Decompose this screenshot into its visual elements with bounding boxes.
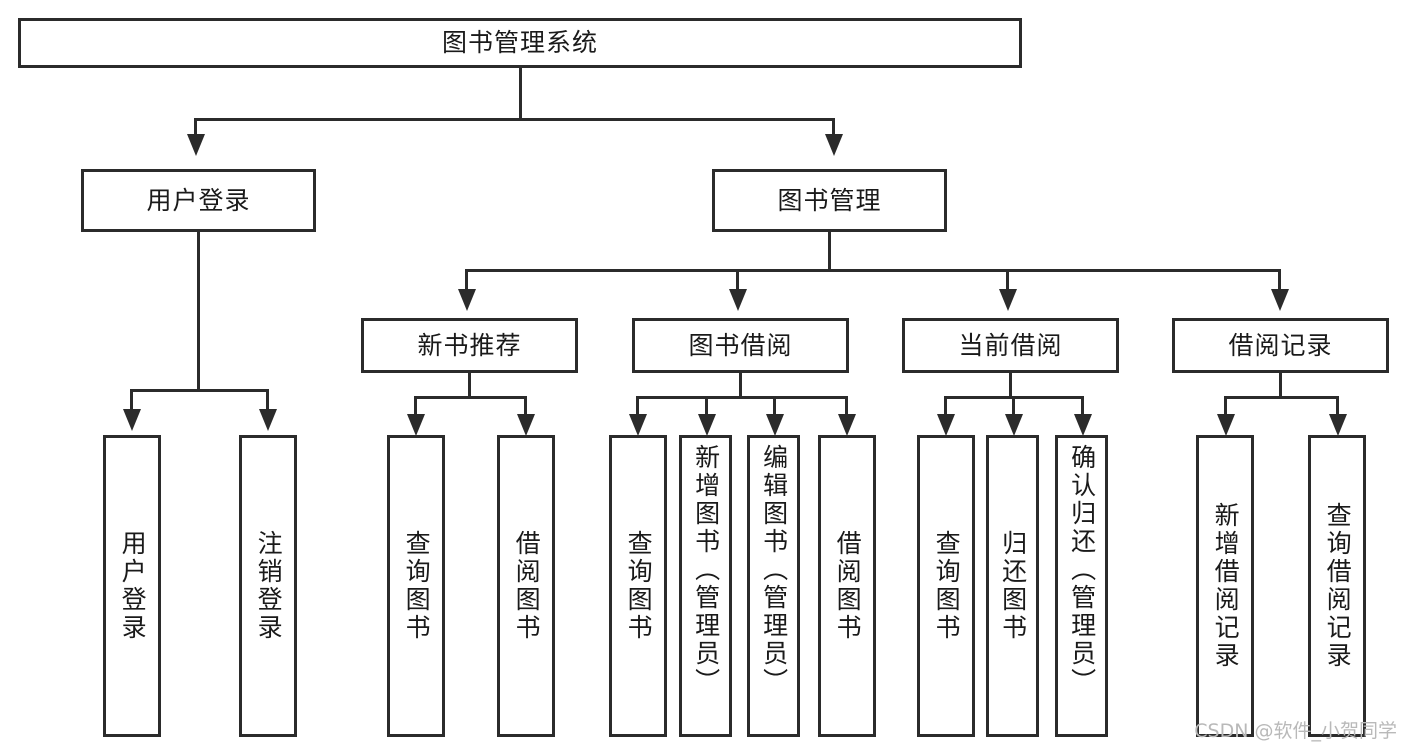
node-user-login[interactable]: 用户登录: [81, 169, 316, 232]
node-label: 借阅图书: [833, 530, 863, 642]
connector-bookmgmt-drop-4: [1278, 269, 1281, 291]
connector-currentborrow-stub: [1009, 373, 1012, 399]
node-label: 借阅记录: [1228, 330, 1333, 360]
connector-bookmgmt-drop-2: [736, 269, 739, 291]
node-label: 图书管理系统: [441, 28, 598, 58]
connector-bookmgmt-bus: [465, 269, 1281, 272]
node-label: 新书推荐: [417, 330, 522, 360]
connector-bookmgmt-stub: [828, 232, 831, 272]
node-label: 归还图书: [998, 530, 1028, 642]
node-label: 用户登录: [118, 530, 148, 642]
connector-root-bus: [194, 118, 835, 121]
arrow-to-leaf-query-book-3: [937, 414, 955, 436]
leaf-query-book-2[interactable]: 查询图书: [609, 435, 667, 737]
leaf-add-record[interactable]: 新增借阅记录: [1196, 435, 1254, 737]
arrow-to-borrow-record: [1271, 289, 1289, 311]
connector-bookborrow-bus: [636, 396, 848, 399]
connector-newbook-drop-1: [414, 396, 417, 416]
arrow-to-leaf-query-record: [1329, 414, 1347, 436]
connector-bookborrow-drop-3: [773, 396, 776, 416]
arrow-to-current-borrow: [999, 289, 1017, 311]
connector-root-drop-left: [194, 118, 197, 136]
arrow-to-leaf-borrow-book-1: [517, 414, 535, 436]
node-label: 查询借阅记录: [1323, 502, 1353, 670]
leaf-query-record[interactable]: 查询借阅记录: [1308, 435, 1366, 737]
arrow-to-leaf-user-login: [123, 409, 141, 431]
node-book-management[interactable]: 图书管理: [712, 169, 947, 232]
connector-bookborrow-drop-1: [636, 396, 639, 416]
connector-newbook-bus: [414, 396, 527, 399]
node-book-borrow[interactable]: 图书借阅: [632, 318, 849, 373]
node-label: 查询图书: [932, 530, 962, 642]
arrow-to-leaf-query-book-1: [407, 414, 425, 436]
arrow-to-leaf-query-book-2: [629, 414, 647, 436]
connector-borrowrecord-bus: [1224, 396, 1339, 399]
node-label: 借阅图书: [512, 530, 542, 642]
node-label: 编辑图书（管理员）: [759, 444, 789, 696]
node-label: 查询图书: [624, 530, 654, 642]
connector-newbook-drop-2: [524, 396, 527, 416]
connector-borrowrecord-drop-1: [1224, 396, 1227, 416]
node-label: 图书借阅: [688, 330, 793, 360]
connector-bookborrow-drop-4: [845, 396, 848, 416]
node-root-system[interactable]: 图书管理系统: [18, 18, 1022, 68]
connector-bookmgmt-drop-3: [1006, 269, 1009, 291]
arrow-to-leaf-logout-login: [259, 409, 277, 431]
arrow-to-book-management: [825, 134, 843, 156]
node-new-book-recommend[interactable]: 新书推荐: [361, 318, 578, 373]
leaf-borrow-book-1[interactable]: 借阅图书: [497, 435, 555, 737]
node-label: 当前借阅: [958, 330, 1063, 360]
arrow-to-leaf-edit-book: [766, 414, 784, 436]
node-label: 确认归还（管理员）: [1067, 444, 1097, 696]
arrow-to-leaf-confirm-return: [1074, 414, 1092, 436]
node-label: 图书管理: [777, 185, 882, 215]
node-borrow-record[interactable]: 借阅记录: [1172, 318, 1389, 373]
arrow-to-leaf-add-record: [1217, 414, 1235, 436]
connector-root-drop-right: [832, 118, 835, 136]
leaf-return-book[interactable]: 归还图书: [986, 435, 1039, 737]
leaf-query-book-1[interactable]: 查询图书: [387, 435, 445, 737]
arrow-to-leaf-borrow-book-2: [838, 414, 856, 436]
connector-currentborrow-drop-3: [1081, 396, 1084, 416]
connector-borrowrecord-stub: [1279, 373, 1282, 399]
arrow-to-leaf-add-book: [698, 414, 716, 436]
leaf-add-book[interactable]: 新增图书（管理员）: [679, 435, 732, 737]
connector-bookborrow-drop-2: [705, 396, 708, 416]
connector-bookmgmt-drop-1: [465, 269, 468, 291]
leaf-logout-login[interactable]: 注销登录: [239, 435, 297, 737]
arrow-to-leaf-return-book: [1005, 414, 1023, 436]
arrow-to-book-borrow: [729, 289, 747, 311]
connector-root-stub: [519, 68, 522, 118]
node-label: 用户登录: [146, 185, 251, 215]
connector-currentborrow-drop-2: [1012, 396, 1015, 416]
connector-userlogin-stub: [197, 232, 200, 392]
leaf-confirm-return[interactable]: 确认归还（管理员）: [1055, 435, 1108, 737]
connector-userlogin-drop-left: [130, 389, 133, 411]
csdn-watermark: CSDN @软件_小贺同学: [1194, 720, 1397, 742]
connector-currentborrow-drop-1: [944, 396, 947, 416]
connector-borrowrecord-drop-2: [1336, 396, 1339, 416]
connector-userlogin-drop-right: [266, 389, 269, 411]
node-label: 新增借阅记录: [1211, 502, 1241, 670]
leaf-edit-book[interactable]: 编辑图书（管理员）: [747, 435, 800, 737]
connector-bookborrow-stub: [739, 373, 742, 399]
arrow-to-new-book-recommend: [458, 289, 476, 311]
leaf-borrow-book-2[interactable]: 借阅图书: [818, 435, 876, 737]
node-label: 注销登录: [254, 530, 284, 642]
arrow-to-user-login: [187, 134, 205, 156]
connector-userlogin-bus: [130, 389, 269, 392]
leaf-query-book-3[interactable]: 查询图书: [917, 435, 975, 737]
node-current-borrow[interactable]: 当前借阅: [902, 318, 1119, 373]
leaf-user-login[interactable]: 用户登录: [103, 435, 161, 737]
connector-newbook-stub: [468, 373, 471, 399]
node-label: 新增图书（管理员）: [691, 444, 721, 696]
node-label: 查询图书: [402, 530, 432, 642]
